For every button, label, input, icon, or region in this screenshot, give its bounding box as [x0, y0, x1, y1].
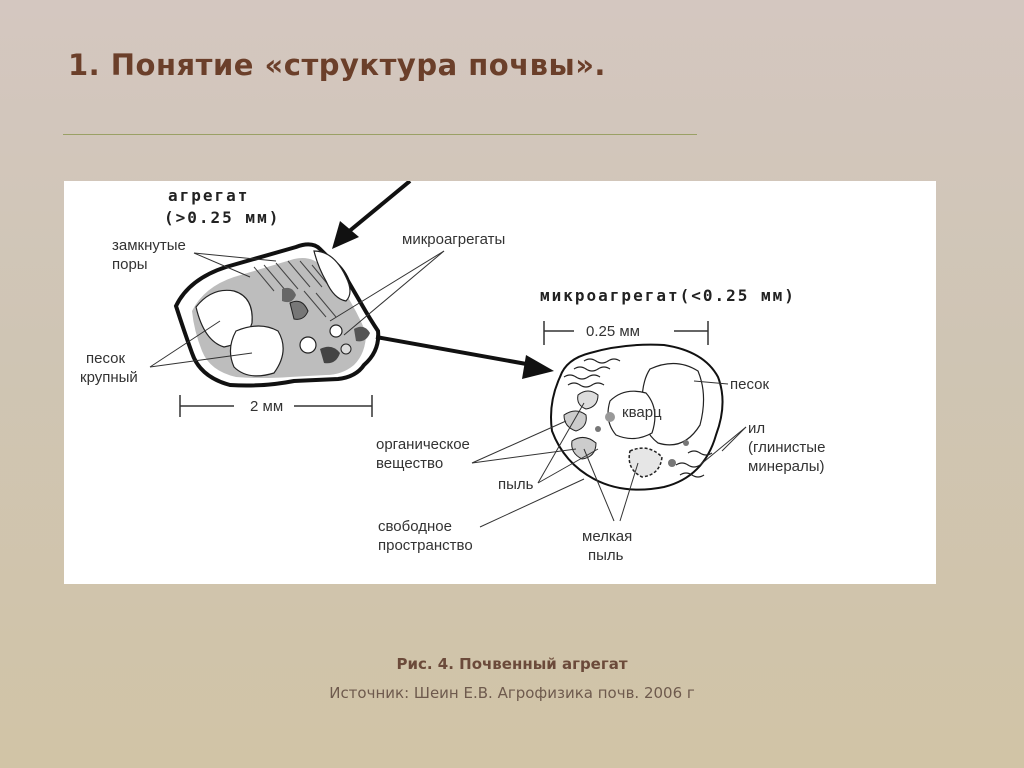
- quartz-label: кварц: [622, 404, 662, 421]
- coarse-sand-label-line1: песок: [86, 350, 125, 367]
- fine-dust-leaders: [583, 448, 639, 522]
- dust-label: пыль: [498, 476, 534, 493]
- figure-caption: Рис. 4. Почвенный агрегат: [396, 655, 628, 673]
- fine-dust-label-line2: пыль: [588, 547, 624, 564]
- dust-leaders: [537, 402, 599, 484]
- sand-label: песок: [730, 376, 769, 393]
- title-divider: [63, 134, 697, 135]
- closed-pores-label-line1: замкнутые: [112, 237, 186, 254]
- microaggregate-shape: [550, 343, 724, 491]
- free-space-leader: [479, 478, 585, 528]
- free-space-label-line2: пространство: [378, 537, 473, 554]
- slide-title: 1. Понятие «структура почвы».: [68, 48, 606, 82]
- connecting-arrow: [375, 335, 554, 379]
- scale-bar-2mm: [179, 395, 373, 417]
- soil-aggregate-figure: агрегат (>0.25 мм) замкнутые поры микроа…: [64, 181, 936, 584]
- aggregate-shape: [173, 242, 381, 388]
- microaggregates-label: микроагрегаты: [402, 231, 505, 248]
- clay-label-line1: ил: [748, 420, 765, 437]
- closed-pores-leaders: [193, 252, 277, 278]
- fine-dust-label-line1: мелкая: [582, 528, 632, 545]
- scale-bar-025mm: [543, 321, 709, 345]
- aggregate-label-line1: агрегат: [168, 186, 249, 205]
- coarse-sand-leaders: [149, 320, 253, 368]
- clay-label-line2: (глинистые: [748, 439, 825, 456]
- incoming-arrow: [332, 181, 412, 249]
- microaggregates-leaders: [329, 250, 445, 336]
- scale-025mm-label: 0.25 мм: [586, 323, 640, 340]
- soil-aggregate-diagram: агрегат (>0.25 мм) замкнутые поры микроа…: [80, 181, 825, 564]
- microaggregate-label: микроагрегат(<0.25 мм): [540, 286, 796, 305]
- closed-pores-label-line2: поры: [112, 256, 148, 273]
- clay-label-line3: минералы): [748, 458, 825, 475]
- free-space-label-line1: свободное: [378, 518, 452, 535]
- aggregate-label-line2: (>0.25 мм): [164, 208, 280, 227]
- organic-leaders: [471, 420, 577, 464]
- figure-source: Источник: Шеин Е.В. Агрофизика почв. 200…: [329, 684, 695, 702]
- scale-2mm-label: 2 мм: [250, 398, 283, 415]
- clay-leaders: [699, 426, 747, 466]
- organic-label-line1: органическое: [376, 436, 470, 453]
- coarse-sand-label-line2: крупный: [80, 369, 138, 386]
- organic-label-line2: вещество: [376, 455, 443, 472]
